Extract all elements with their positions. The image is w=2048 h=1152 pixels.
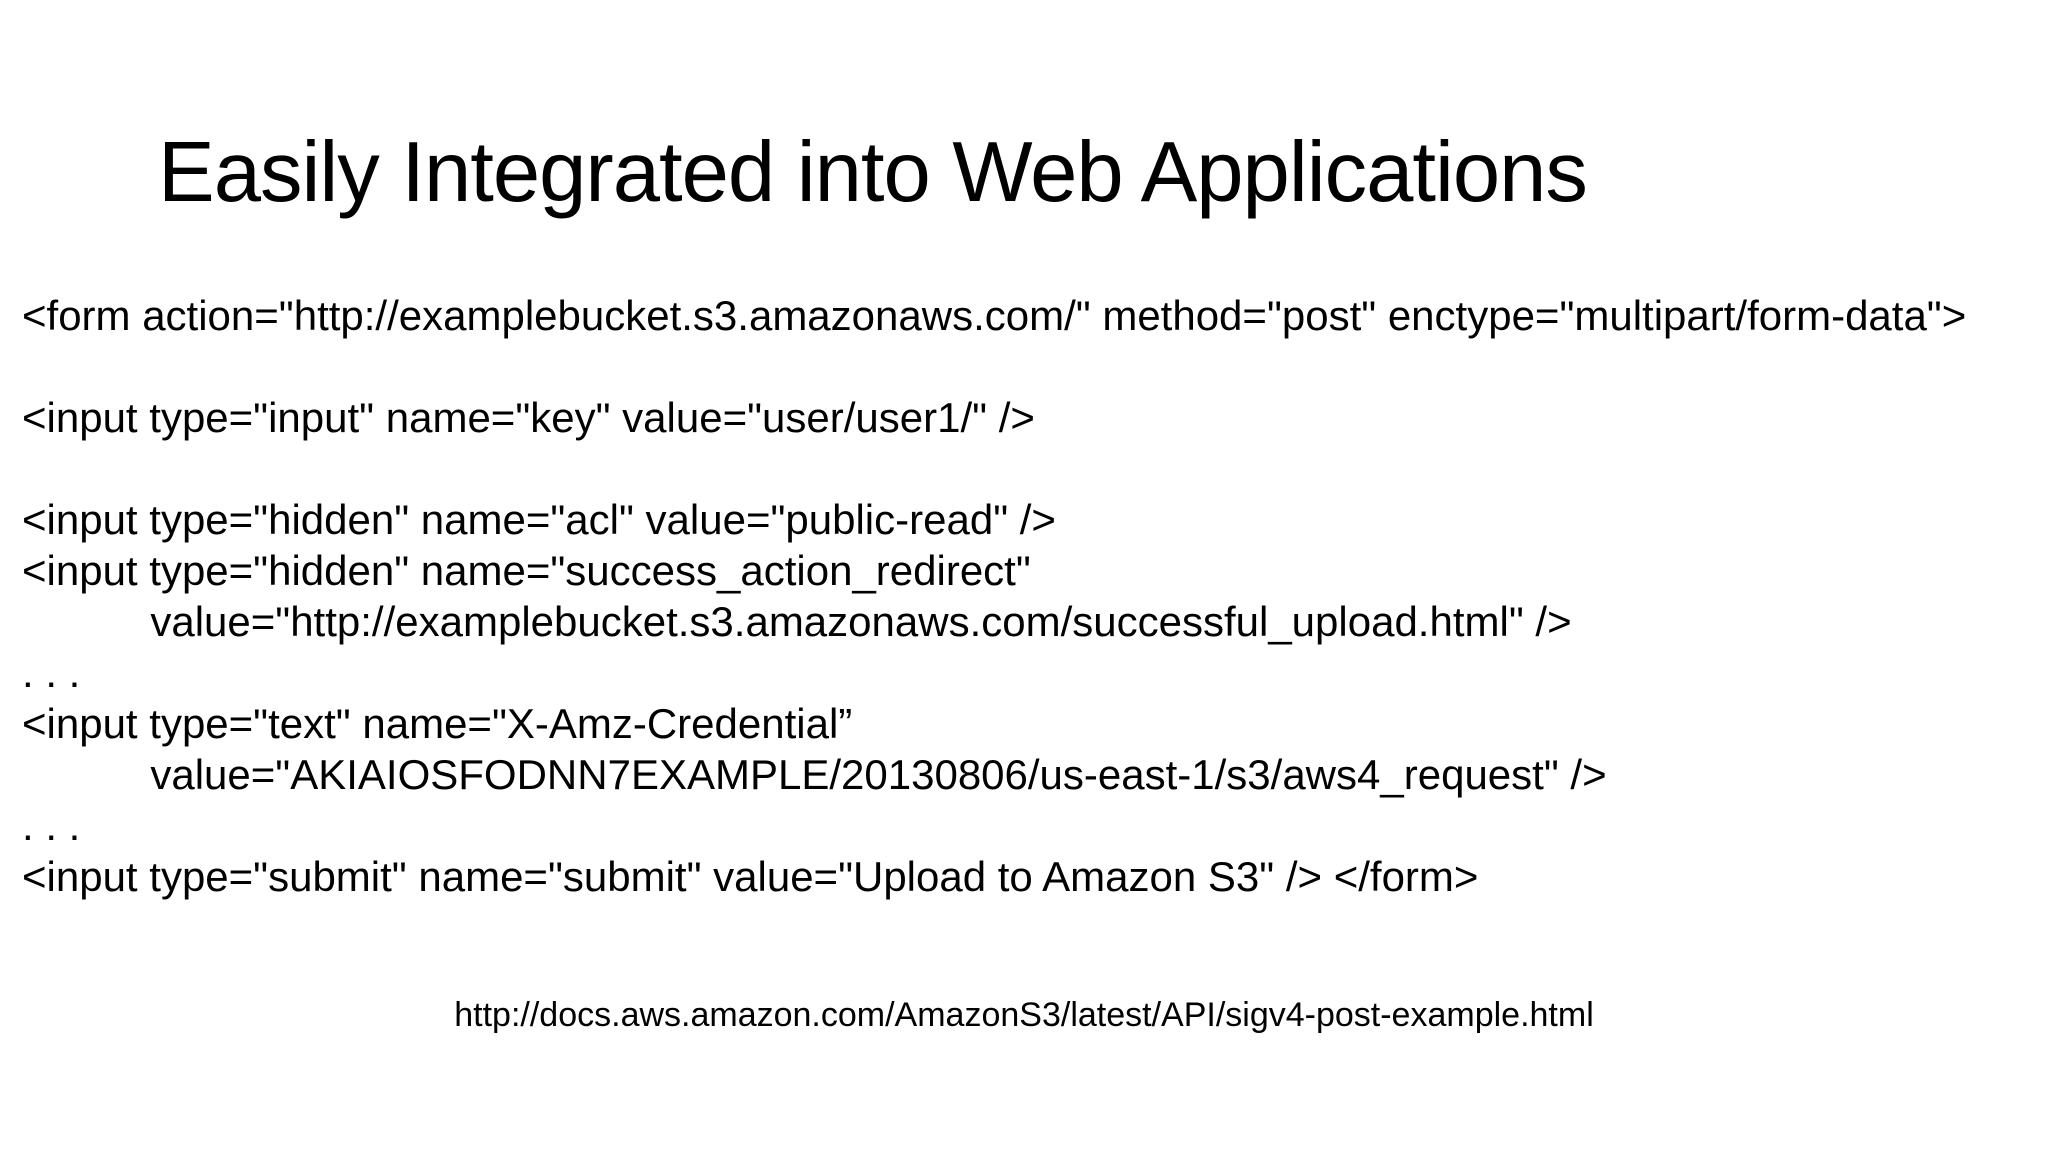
code-line-redirect-value: value="http://examplebucket.s3.amazonaws… bbox=[22, 598, 1572, 645]
code-line-credential-value: value="AKIAIOSFODNN7EXAMPLE/20130806/us-… bbox=[22, 751, 1607, 798]
code-line-blank bbox=[22, 443, 1966, 494]
code-block: <form action="http://examplebucket.s3.am… bbox=[22, 290, 1966, 902]
slide-title: Easily Integrated into Web Applications bbox=[158, 125, 1588, 220]
code-line-input-credential: <input type="text" name="X-Amz-Credentia… bbox=[22, 700, 853, 747]
code-line-ellipsis: . . . bbox=[22, 649, 81, 696]
code-line-submit-form-close: <input type="submit" name="submit" value… bbox=[22, 853, 1479, 900]
code-line-input-redirect: <input type="hidden" name="success_actio… bbox=[22, 547, 1031, 594]
code-line-form-open: <form action="http://examplebucket.s3.am… bbox=[22, 292, 1967, 339]
code-line-input-acl: <input type="hidden" name="acl" value="p… bbox=[22, 496, 1056, 543]
code-line-blank bbox=[22, 341, 1966, 392]
code-line-ellipsis: . . . bbox=[22, 802, 81, 849]
docs-url-text: http://docs.aws.amazon.com/AmazonS3/late… bbox=[454, 996, 1594, 1034]
code-line-input-key: <input type="input" name="key" value="us… bbox=[22, 394, 1035, 441]
